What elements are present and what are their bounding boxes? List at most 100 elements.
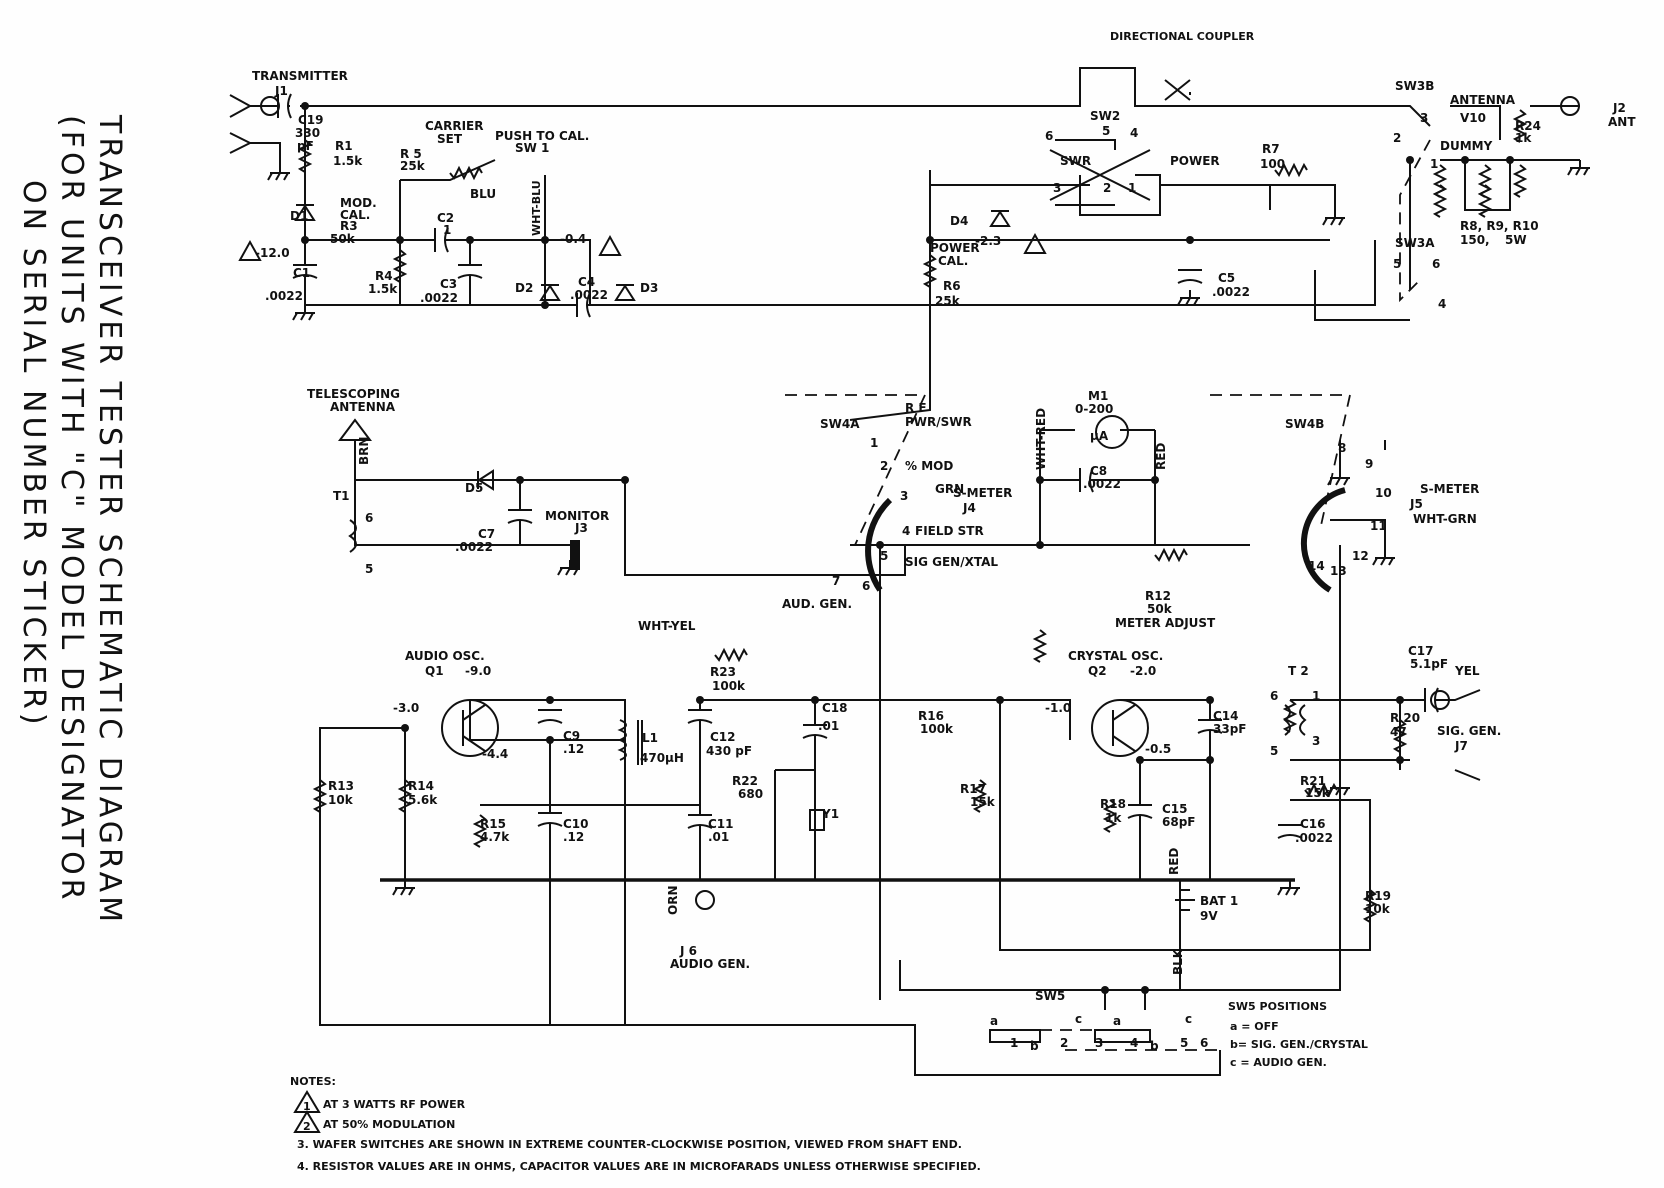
junction-dot bbox=[926, 236, 934, 244]
label-r1: R1 bbox=[335, 139, 353, 153]
capacitor-symbol bbox=[507, 509, 533, 524]
resistor-symbol bbox=[1432, 184, 1448, 218]
label-r7: R7 bbox=[1262, 142, 1280, 156]
label-c8: C8 bbox=[1090, 464, 1107, 478]
label-siggen2: SIG. GEN. bbox=[1437, 724, 1501, 738]
label-r15: R15 bbox=[480, 817, 506, 831]
label-r17v: 15k bbox=[970, 795, 996, 809]
resistor-symbol bbox=[1282, 699, 1298, 733]
title-line1: TRANSCEIVER TESTER SCHEMATIC DIAGRAM bbox=[92, 114, 127, 926]
label-r8v: 150, bbox=[1460, 233, 1490, 247]
capacitor-gap bbox=[803, 724, 827, 736]
junction-dot bbox=[541, 301, 549, 309]
label-q1: Q1 bbox=[425, 664, 444, 678]
crystal-y1-icon bbox=[809, 809, 825, 831]
ground-icon bbox=[1372, 550, 1395, 566]
label-smeter2: S-METER bbox=[1420, 482, 1479, 496]
capacitor-symbol bbox=[1197, 719, 1223, 734]
resistor-symbol bbox=[1154, 547, 1188, 563]
label-v23: -2.3 bbox=[975, 234, 1001, 248]
label-c18v: .01 bbox=[818, 719, 839, 733]
label-r20: R 20 bbox=[1390, 711, 1420, 725]
resistor-symbol bbox=[312, 779, 328, 813]
note-1: AT 3 WATTS RF POWER bbox=[323, 1098, 466, 1111]
label-sw3a4: 4 bbox=[1438, 297, 1446, 311]
resistor-symbol bbox=[922, 254, 938, 288]
note-4: 4. RESISTOR VALUES ARE IN OHMS, CAPACITO… bbox=[297, 1160, 981, 1173]
junction-dot bbox=[541, 236, 549, 244]
label-c12v: 430 pF bbox=[706, 744, 752, 758]
label-c1v: .0022 bbox=[265, 289, 303, 303]
label-sw5p2: 2 bbox=[1060, 1036, 1068, 1050]
label-sw5a2: a bbox=[1113, 1014, 1121, 1028]
resistor-symbol bbox=[449, 165, 483, 181]
label-c19v: 330 bbox=[295, 126, 320, 140]
capacitor-symbol bbox=[1177, 269, 1203, 284]
label-t2p5: 5 bbox=[1270, 744, 1278, 758]
capacitor-symbol bbox=[1127, 804, 1153, 819]
label-mod: MOD. bbox=[340, 196, 377, 210]
label-t1p6: 6 bbox=[365, 511, 373, 525]
label-c1: C1 bbox=[293, 266, 310, 280]
battery-icon bbox=[1175, 879, 1195, 911]
label-j2: J2 bbox=[1612, 101, 1626, 115]
capacitor-gap bbox=[576, 293, 588, 317]
label-t2p3: 3 bbox=[1312, 734, 1320, 748]
label-s2: 2 bbox=[880, 459, 888, 473]
label-r23v: 100k bbox=[712, 679, 746, 693]
label-whtred: WHT-RED bbox=[1034, 408, 1048, 470]
junction-dot bbox=[1141, 986, 1149, 994]
label-pwrswr: PWR/SWR bbox=[905, 415, 972, 429]
capacitor-symbol bbox=[1079, 467, 1094, 493]
capacitor-symbol bbox=[576, 292, 591, 318]
diode-symbol bbox=[294, 204, 316, 221]
transistor-q2-icon bbox=[1091, 699, 1149, 757]
label-c17: C17 bbox=[1408, 644, 1434, 658]
label-c18: C18 bbox=[822, 701, 848, 715]
wafer-switch-icon bbox=[865, 487, 1346, 593]
label-v44: -4.4 bbox=[482, 747, 508, 761]
label-sw3b3: 3 bbox=[1420, 111, 1428, 125]
label-ant: ANT bbox=[1608, 115, 1636, 129]
label-t2p1: 1 bbox=[1312, 689, 1320, 703]
label-s13: 13 bbox=[1330, 564, 1347, 578]
label-v90: -9.0 bbox=[465, 664, 491, 678]
label-v10b: -1.0 bbox=[1045, 701, 1071, 715]
components bbox=[238, 79, 1590, 1043]
label-c19: C19 bbox=[298, 113, 324, 127]
ground-icon bbox=[1327, 780, 1350, 796]
label-sw5p4: 4 bbox=[1130, 1036, 1138, 1050]
junction-dot bbox=[301, 102, 309, 110]
label-cal: CAL. bbox=[340, 208, 370, 222]
note-2: AT 50% MODULATION bbox=[323, 1118, 455, 1131]
label-telescoping: TELESCOPING bbox=[307, 387, 400, 401]
label-sw5b2: b bbox=[1150, 1039, 1159, 1053]
coupler-x-icon bbox=[1164, 79, 1191, 101]
resistor-symbol bbox=[1362, 889, 1378, 923]
label-j5: J5 bbox=[1409, 497, 1423, 511]
capacitor-symbol bbox=[434, 227, 449, 253]
monitor-jack-j3-icon bbox=[570, 540, 580, 570]
label-c16: C16 bbox=[1300, 817, 1326, 831]
label-audgen: AUD. GEN. bbox=[782, 597, 852, 611]
label-antenna2: ANTENNA bbox=[330, 400, 396, 414]
label-power: POWER bbox=[1170, 154, 1220, 168]
label-s3: 3 bbox=[900, 489, 908, 503]
capacitor-gap bbox=[508, 509, 532, 521]
label-l1: L1 bbox=[642, 731, 658, 745]
resistor-symbol bbox=[972, 779, 988, 813]
label-s7: 7 bbox=[832, 574, 840, 588]
label-r8: R8, R9, R10 bbox=[1460, 219, 1539, 233]
label-c7v: .0022 bbox=[455, 540, 493, 554]
label-y1: Y1 bbox=[821, 807, 839, 821]
capacitor-gap bbox=[1079, 468, 1091, 492]
label-r6: R6 bbox=[943, 279, 961, 293]
label-sw2: SW2 bbox=[1090, 109, 1120, 123]
label-v120: -12.0 bbox=[255, 246, 290, 260]
ground-icon bbox=[1327, 470, 1350, 486]
label-whtyel: WHT-YEL bbox=[638, 619, 696, 633]
label-sw5p3: 3 bbox=[1095, 1036, 1103, 1050]
resistor-symbol bbox=[1512, 109, 1528, 143]
resistor-symbol bbox=[714, 647, 748, 663]
